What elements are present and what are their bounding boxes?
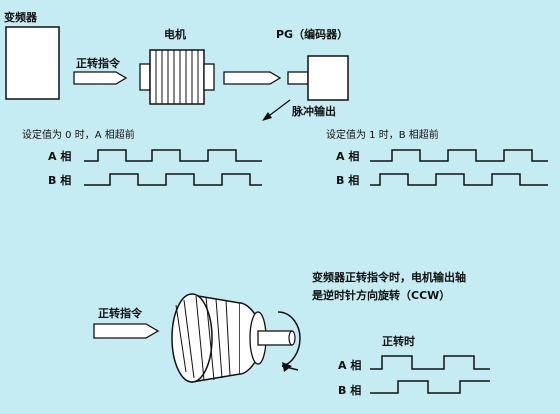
motor-top [139,49,215,105]
forward-time-label: 正转时 [382,335,415,348]
wave-left-b [84,173,262,186]
timing-left-phase-b: B 相 [48,174,72,187]
pulse-output-label: 脉冲输出 [292,105,336,118]
timing-left-phase-a: A 相 [48,150,72,163]
motor-label: 电机 [164,28,186,41]
forward-cmd-label: 正转指令 [76,57,120,70]
pg-label: PG（编码器） [276,28,349,41]
bottom-phase-a: A 相 [338,359,362,372]
forward-cmd-arrow [73,71,128,85]
wave-bottom-b [370,380,490,394]
note-line-2: 是逆时针方向旋转（CCW） [312,289,451,302]
bottom-phase-b: B 相 [338,384,362,397]
timing-right-title: 设定值为 1 时，B 相超前 [326,130,439,141]
forward-cmd-arrow-bottom [93,323,160,339]
pulse-output-arrow [262,99,291,121]
motor-bottom [171,293,301,383]
wave-bottom-a [370,355,490,370]
timing-left-title: 设定值为 0 时，A 相超前 [22,130,135,141]
inverter-box [5,26,60,100]
timing-right-phase-a: A 相 [336,150,360,163]
pg-encoder [287,55,349,101]
note-line-1: 变频器正转指令时，电机输出轴 [312,271,466,284]
wave-left-a [84,149,262,162]
timing-right-phase-b: B 相 [336,174,360,187]
wave-right-a [370,149,548,162]
inverter-label: 变频器 [4,11,37,24]
motor-to-pg-arrow [223,71,282,85]
forward-cmd-label-bottom: 正转指令 [98,307,142,320]
wave-right-b [370,173,548,186]
